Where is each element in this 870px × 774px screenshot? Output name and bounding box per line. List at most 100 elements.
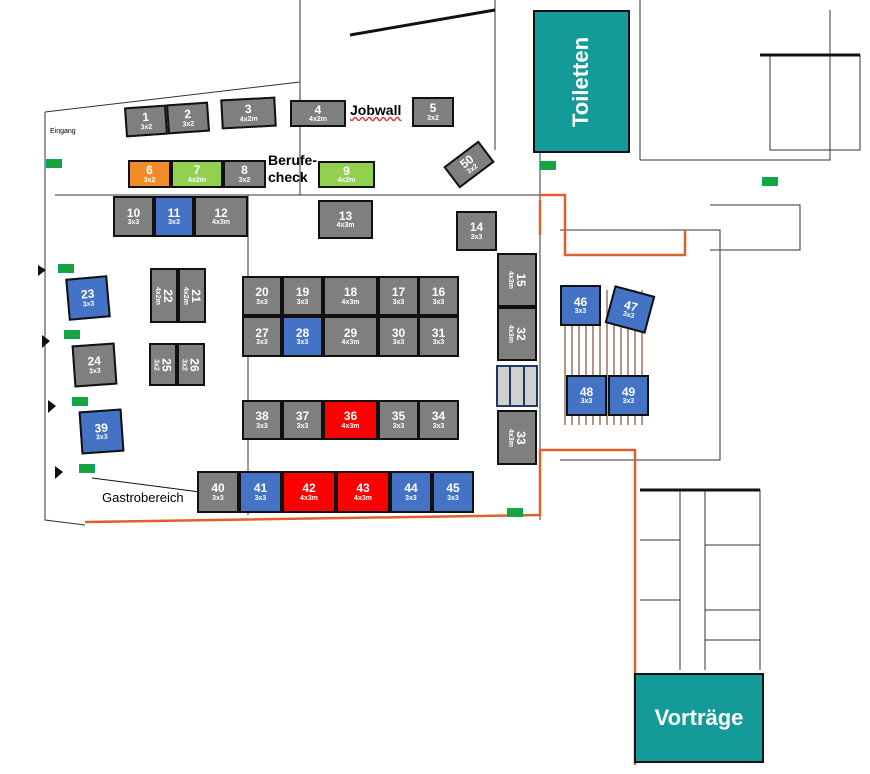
booth-size: 4x3m: [300, 494, 318, 502]
booth-number: 15: [513, 273, 528, 287]
booth-size: 3x3: [127, 219, 140, 227]
booth-size: 4x3m: [507, 271, 515, 289]
booth-number: 37: [295, 409, 310, 424]
booth-number: 20: [255, 285, 269, 300]
booth-size: 3x3: [212, 494, 224, 502]
booth-size: 3x3: [470, 233, 483, 241]
booth-number: 36: [343, 409, 358, 424]
booth-number: 3: [244, 101, 252, 117]
booth-size: 3x3: [392, 339, 405, 347]
booth-number: 39: [94, 420, 109, 435]
lectures-label: Vorträge: [654, 705, 744, 730]
booth-size: 3x3: [256, 298, 268, 306]
booth-size: 4x2m: [182, 286, 190, 305]
emergency-exit-sign: [46, 159, 62, 168]
booth-size: 3x3: [254, 494, 267, 502]
entrance-label: Eingang: [50, 128, 76, 135]
booth-number: 25: [159, 357, 174, 372]
booth-size: 3x3: [296, 422, 309, 430]
booth-number: 5: [429, 101, 437, 116]
booth-number: 30: [391, 325, 406, 340]
booth-number: 9: [343, 163, 350, 178]
emergency-exit-sign: [540, 161, 556, 170]
booth-size: 3x3: [296, 298, 309, 306]
booth-number: 33: [513, 430, 528, 445]
booth-number: 42: [302, 481, 316, 496]
emergency-exit-sign: [64, 330, 80, 339]
emergency-exit-sign: [762, 177, 778, 186]
booth-size: 4x3m: [354, 494, 372, 502]
booth-size: 4x3m: [341, 339, 360, 347]
booth-size: 3x2: [181, 358, 189, 371]
booth-size: 3x2: [427, 114, 439, 122]
